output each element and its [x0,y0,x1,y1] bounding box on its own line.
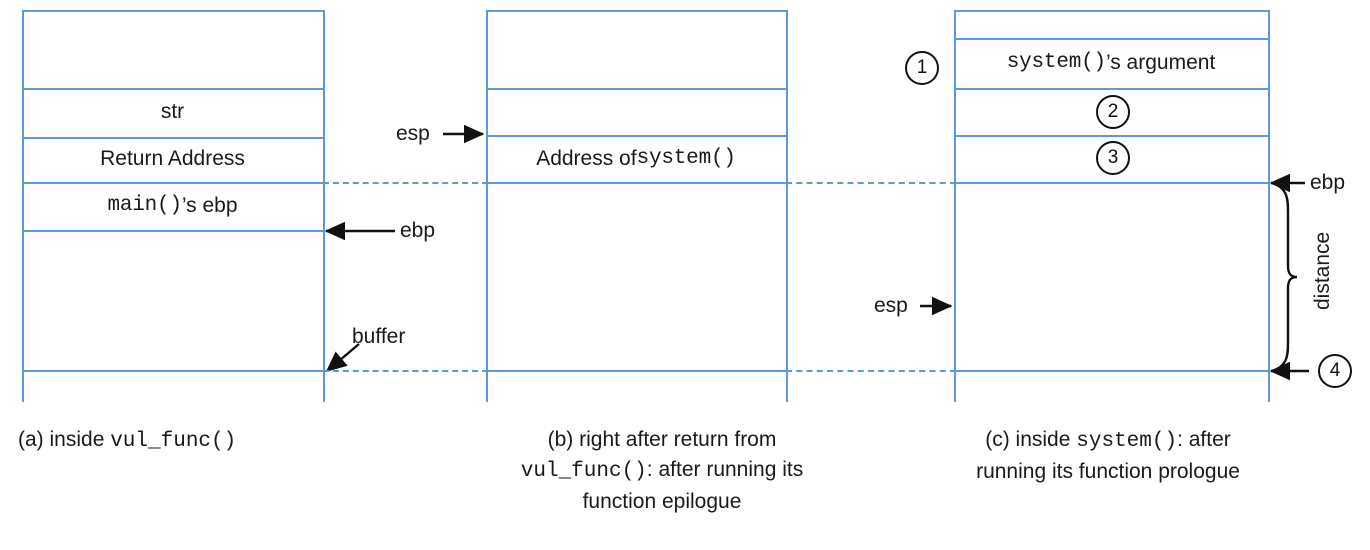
panel-a-left-edge [22,10,24,402]
caption-a: (a) inside vul_func() [0,425,368,457]
panel-c-line-ebp [954,182,1268,184]
caption-c-mono: system() [1076,430,1178,453]
caption-c-line1: (c) inside system(): after [898,425,1318,457]
panel-c-right-edge [1268,10,1270,402]
distance-label: distance [1311,231,1334,310]
cell-str-label: str [160,100,185,124]
caption-b-line2-mono: vul_func() [520,459,647,483]
panel-b-line-esp [486,135,786,137]
cell-mains-ebp-mono: main() [107,193,182,217]
dash-ebp-a-to-b [323,182,488,184]
panel-c-line-arg-bottom [954,88,1268,90]
caption-b: (b) right after return from vul_func(): … [462,425,862,516]
caption-b-line1: (b) right after return from [547,428,777,451]
dash-bottom-b-to-c [786,370,956,372]
panel-c-line-arg-top [954,38,1268,40]
callout-4: 4 [1318,354,1352,388]
esp-label-c: esp [874,294,908,317]
panel-b-line-upper [486,88,786,90]
callout-2: 2 [1096,95,1130,129]
dash-buffer-a-to-b [323,370,488,372]
panel-b-line-top [486,10,786,12]
esp-label-b: esp [396,122,430,145]
buffer-label-a: buffer [352,325,406,348]
cell-return-address-label: Return Address [100,147,245,171]
panel-c-line-top [954,10,1268,12]
panel-c-left-edge [954,10,956,402]
cell-mains-ebp-sans: ’s ebp [181,193,238,217]
panel-b-right-edge [786,10,788,402]
caption-c-line2: running its function prologue [976,459,1240,483]
panel-c-line-two [954,135,1268,137]
panel-a-right-edge [323,10,325,402]
cell-system-argument-sans: ’s argument [1105,50,1216,74]
caption-c-prefix: (c) inside [985,428,1077,451]
cell-address-of-system-mono: system() [636,146,736,170]
distance-brace [1270,181,1298,373]
callout-1: 1 [905,51,939,85]
panel-b-line-bottom [486,370,786,372]
cell-mains-ebp: main()’s ebp [22,182,323,230]
cell-system-argument-mono: system() [1006,50,1106,74]
caption-a-prefix: (a) inside [18,428,111,451]
dash-ebp-b-to-c [786,182,956,184]
cell-address-of-system-prefix: Address of [536,146,637,170]
panel-a-line-top [22,10,323,12]
cell-address-of-system: Address of system() [486,136,786,182]
panel-a-line-retaddr-bottom [22,182,323,184]
ebp-label-c: ebp [1310,171,1346,194]
panel-a-line-str-top [22,88,323,90]
cell-str: str [22,88,323,137]
panel-b-line-sysaddr-bottom [486,182,786,184]
caption-c-suffix: : after [1177,428,1231,451]
cell-return-address: Return Address [22,137,323,182]
caption-c: (c) inside system(): after running its f… [898,425,1318,487]
panel-a-line-buffer [22,370,323,372]
ebp-label-a: ebp [400,219,436,242]
panel-a-line-str-bottom [22,137,323,139]
caption-a-mono: vul_func() [110,430,237,453]
panel-a-line-ebp [22,230,323,232]
caption-b-line2-suffix: : after running its [646,457,804,481]
cell-system-argument: system()’s argument [954,38,1268,88]
panel-c-line-bottom [954,370,1268,372]
callout-3: 3 [1096,141,1130,175]
caption-b-line2: vul_func(): after running its [462,455,862,487]
panel-b-left-edge [486,10,488,402]
caption-b-line3: function epilogue [582,489,742,513]
